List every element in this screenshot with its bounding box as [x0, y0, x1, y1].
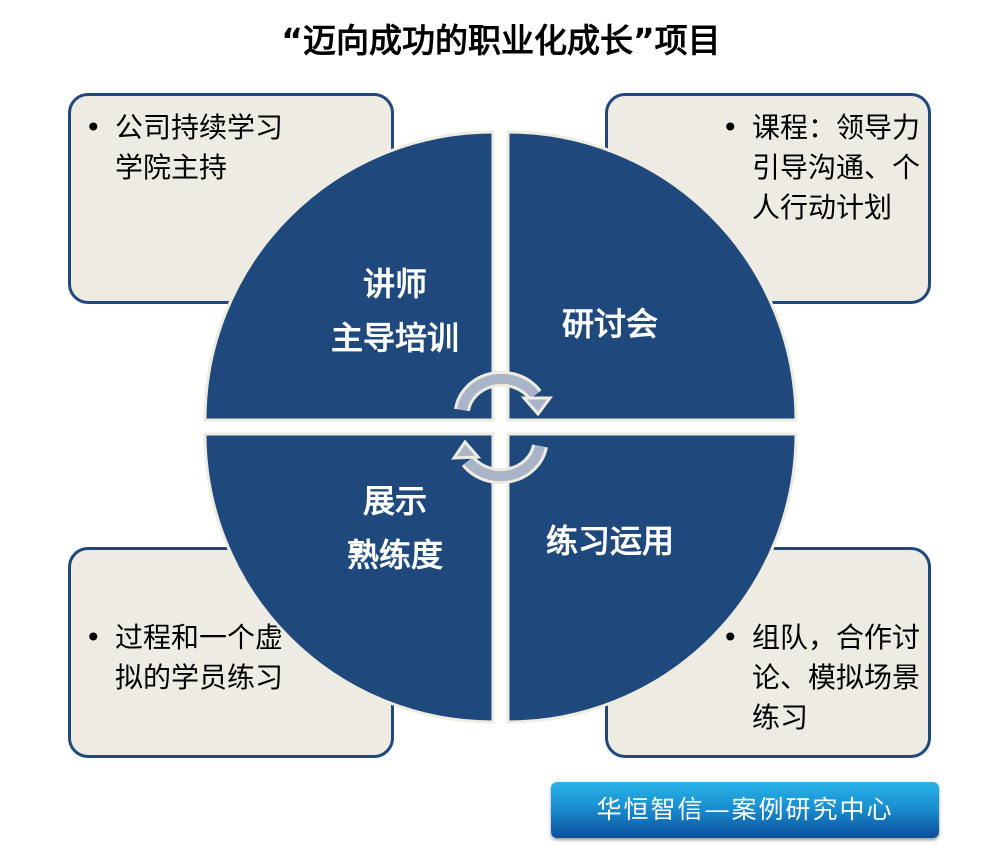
quadrant-label-bottom-left: 展示 熟练度: [300, 474, 490, 582]
label-line: 讲师: [362, 265, 427, 303]
box-text: 课程：领导力引导沟通、个人行动计划: [708, 108, 928, 228]
page-title: “迈向成功的职业化成长”项目: [281, 21, 721, 60]
label-line: 熟练度: [346, 536, 443, 574]
cycle-arrow-top-icon: [454, 370, 553, 417]
box-text: 公司持续学习学院主持: [71, 108, 301, 188]
quadrant-label-top-left: 讲师 主导培训: [300, 257, 490, 365]
quadrant-label-bottom-right: 练习运用: [520, 514, 700, 568]
cycle-arrow-bottom-icon: [451, 439, 548, 485]
quadrant-bottom-right: [506, 432, 798, 724]
label-line: 主导培训: [330, 319, 459, 357]
quadrant-bottom-left: [203, 432, 495, 724]
quadrant-top-left: [203, 130, 495, 422]
quadrant-top-right: [506, 130, 798, 422]
label-line: 练习运用: [545, 522, 674, 560]
box-text: 过程和一个虚拟的学员练习: [71, 618, 301, 698]
label-line: 研讨会: [561, 305, 658, 343]
box-text: 组队，合作讨论、模拟场景练习: [708, 618, 928, 738]
label-line: 展示: [362, 482, 427, 520]
source-badge: 华恒智信—案例研究中心: [551, 782, 939, 838]
quadrant-label-top-right: 研讨会: [530, 297, 690, 351]
